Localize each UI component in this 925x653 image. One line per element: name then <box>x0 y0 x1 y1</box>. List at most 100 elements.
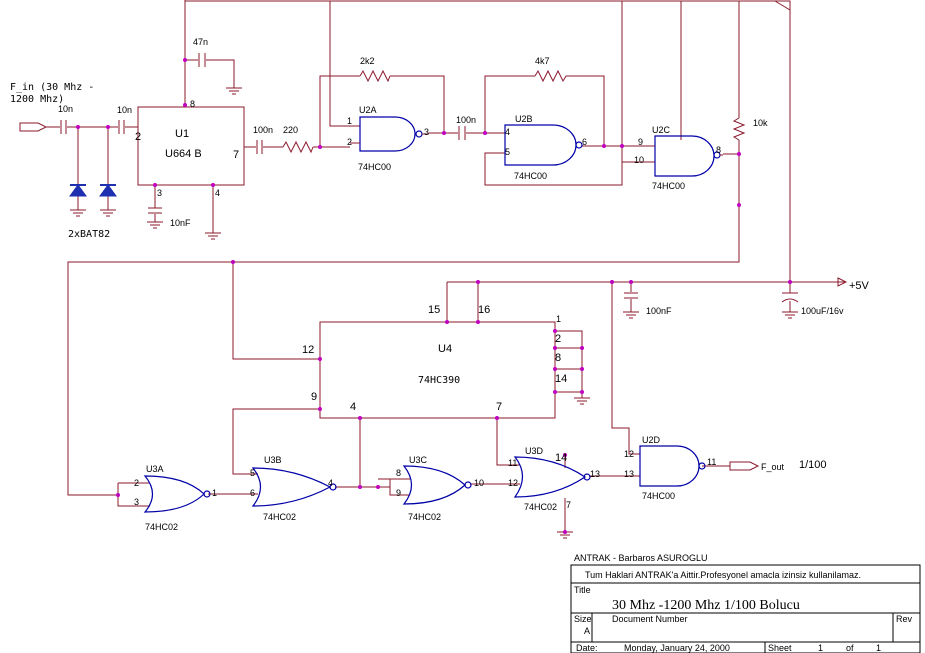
pin-u2d-12: 12 <box>624 449 634 459</box>
cap-in2-label: 10n <box>117 105 132 115</box>
pin-u1-7: 7 <box>233 149 239 161</box>
sheet-total: 1 <box>876 643 881 653</box>
pin-u2c-9: 9 <box>638 137 643 147</box>
pin-u3c-9: 9 <box>396 488 401 498</box>
u2c-part: 74HC00 <box>652 181 685 191</box>
ground-u1-4 <box>205 232 221 240</box>
cap-in1-label: 10n <box>58 104 73 114</box>
pin-u4-12: 12 <box>302 344 314 356</box>
rights-label: Tum Haklari ANTRAK'a Aittir.Profesyonel … <box>585 570 861 580</box>
pin-u2a-1: 1 <box>347 116 352 126</box>
u3a-part: 74HC02 <box>145 522 178 532</box>
f-in-label-2: 1200 Mhz) <box>10 94 64 105</box>
cap-10nF <box>148 207 162 214</box>
ground-d1 <box>70 209 86 217</box>
pin-u3d-14: 14 <box>555 452 567 464</box>
ground-u4 <box>574 397 590 405</box>
u2c-ref: U2C <box>652 125 671 135</box>
pin-u4-8: 8 <box>555 352 561 364</box>
cap-100n-b <box>458 126 466 140</box>
u1-box <box>137 106 245 186</box>
u4-ref: U4 <box>438 343 452 355</box>
pin-numbers: 2 8 7 3 4 1 2 3 4 5 6 9 10 8 15 16 1 2 8… <box>134 99 721 510</box>
title-block: ANTRAK - Barbaros ASUROGLU Tum Haklari A… <box>570 553 921 653</box>
f-out-label: F_out <box>761 462 785 472</box>
gate-u2b <box>504 124 583 166</box>
gate-u3a <box>143 475 211 513</box>
gate-u3d <box>513 456 591 498</box>
output-port <box>729 461 760 471</box>
gate-u3c <box>402 465 472 505</box>
wires <box>46 0 845 532</box>
cap-100nF-label: 100nF <box>646 306 672 316</box>
diode-2 <box>99 184 117 197</box>
cap-100n-a-label: 100n <box>253 125 273 135</box>
u2a-part: 74HC00 <box>358 162 391 172</box>
company-label: ANTRAK - Barbaros ASUROGLU <box>574 553 708 563</box>
pin-u2a-2: 2 <box>347 137 352 147</box>
pin-u2d-13: 13 <box>624 469 634 479</box>
document-title: 30 Mhz -1200 Mhz 1/100 Bolucu <box>612 598 800 613</box>
of-label: of <box>846 643 854 653</box>
cap-in1 <box>60 120 67 134</box>
cap-47n <box>198 53 206 67</box>
r-220-label: 220 <box>283 125 298 135</box>
u3b-part: 74HC02 <box>263 512 296 522</box>
cap-100uF-label: 100uF/16v <box>801 306 844 316</box>
r-10k-label: 10k <box>753 118 768 128</box>
gate-u3b <box>251 467 337 507</box>
u3c-ref: U3C <box>409 455 428 465</box>
ground-100uF <box>782 311 798 319</box>
u2a-ref: U2A <box>359 105 377 115</box>
pin-u4-7: 7 <box>496 401 502 413</box>
pin-u1-2: 2 <box>135 131 141 143</box>
f-in-label-1: F_in (30 Mhz - <box>10 82 94 93</box>
cap-in2 <box>118 120 125 134</box>
u2d-ref: U2D <box>642 435 661 445</box>
pin-u1-3: 3 <box>157 188 162 198</box>
date-value: Monday, January 24, 2000 <box>624 643 730 653</box>
size-value: A <box>584 626 590 636</box>
ground-d2 <box>100 209 116 217</box>
pin-u3c-8: 8 <box>396 468 401 478</box>
u2b-ref: U2B <box>515 114 533 124</box>
pin-u3a-1: 1 <box>212 488 217 498</box>
u3b-ref: U3B <box>264 455 282 465</box>
sheet-label: Sheet <box>768 643 792 653</box>
pin-u2b-6: 6 <box>582 137 587 147</box>
pin-u2c-8: 8 <box>716 145 721 155</box>
pin-u1-8: 8 <box>190 99 195 109</box>
pin-u4-15: 15 <box>428 304 440 316</box>
pin-u3b-6: 6 <box>250 488 255 498</box>
gate-u2c <box>654 135 723 177</box>
u3d-ref: U3D <box>525 446 544 456</box>
cap-10nF-label: 10nF <box>170 218 191 228</box>
u2d-part: 74HC00 <box>642 491 675 501</box>
pin-u1-4: 4 <box>215 188 220 198</box>
resistor-220 <box>282 140 314 154</box>
date-label: Date: <box>576 643 598 653</box>
gate-u2d <box>639 445 706 487</box>
pin-u2a-3: 3 <box>424 127 429 137</box>
pin-u4-9: 9 <box>311 391 317 403</box>
cap-100nF <box>624 292 638 299</box>
pin-u3d-13: 13 <box>590 469 600 479</box>
pin-u2b-5: 5 <box>505 147 510 157</box>
ground-100nF <box>623 311 639 319</box>
input-port <box>19 122 48 132</box>
u1-ref: U1 <box>175 128 189 140</box>
ground-10nF <box>147 221 163 229</box>
cap-100n-a <box>256 140 263 154</box>
cap-47n-label: 47n <box>193 37 208 47</box>
resistor-4k7 <box>534 69 567 83</box>
pin-u2c-10: 10 <box>634 155 644 165</box>
pin-u3a-3: 3 <box>134 497 139 507</box>
u1-part: U664 B <box>165 148 202 160</box>
u3d-part: 74HC02 <box>524 502 557 512</box>
gate-u2a <box>350 116 429 152</box>
diode-1 <box>69 184 87 197</box>
ground-47n <box>226 87 242 95</box>
pin-u2d-11: 11 <box>707 457 716 467</box>
